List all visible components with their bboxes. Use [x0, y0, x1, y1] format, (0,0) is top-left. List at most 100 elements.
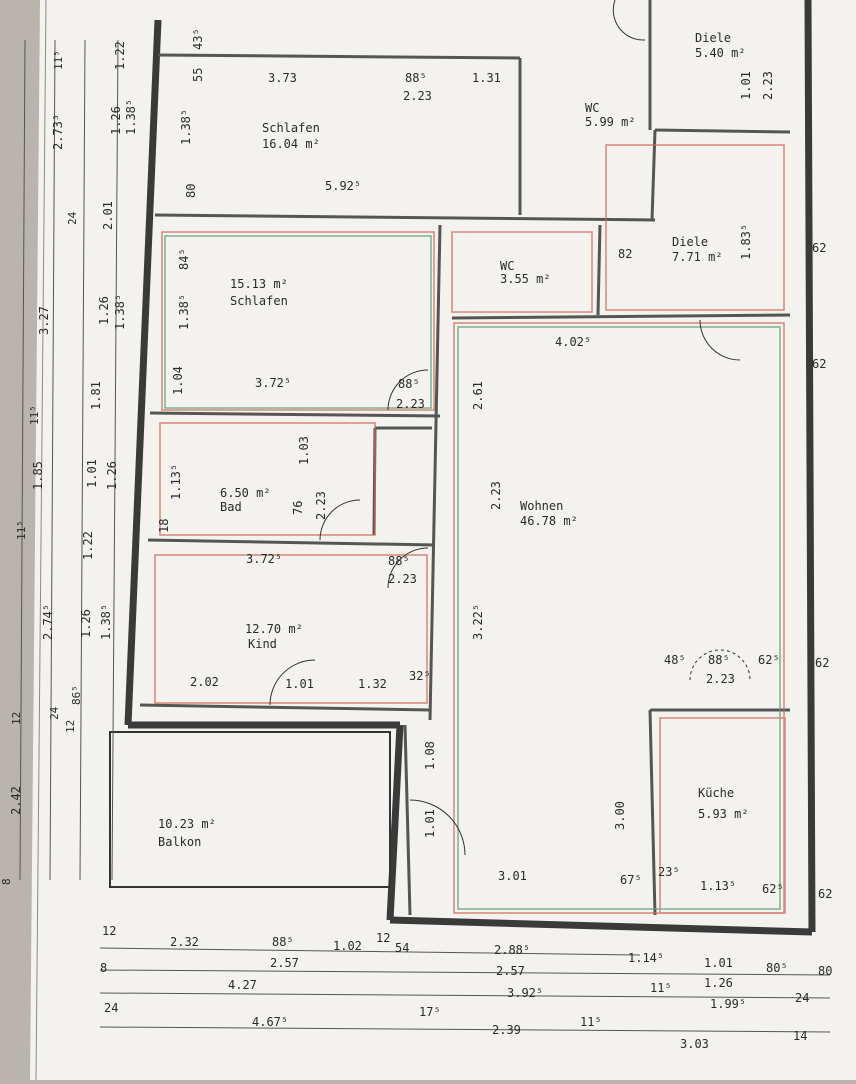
dim-label: 80	[184, 184, 198, 198]
dim-label: 88⁵	[272, 935, 294, 949]
dim-label: 2.73⁵	[51, 114, 65, 150]
dim-label: 12	[102, 924, 116, 938]
dim-label: 12	[376, 931, 390, 945]
dim-label: 1.14⁵	[628, 951, 664, 965]
left-dimensions: 2.42 2.74⁵ 1.85 3.27 2.73⁵ 11⁵ 11⁵ 11⁵ 2…	[0, 41, 138, 885]
bottom-dimensions: 2.32 88⁵ 2.57 1.02 54 2.88⁵ 2.57 1.14⁵ 1…	[100, 924, 832, 1051]
paper-edge	[35, 0, 47, 1081]
dim-label: 8	[100, 961, 107, 975]
room-area-wc-2: 3.55 m²	[500, 272, 551, 286]
outer-walls	[124, 0, 816, 936]
dim-label: 84⁵	[177, 248, 191, 270]
door-swings	[269, 0, 751, 856]
dim-label: 3.03	[680, 1037, 709, 1051]
dim-label: 62	[812, 357, 826, 371]
dim-label: 11⁵	[28, 405, 41, 425]
dim-label: 2.23	[706, 672, 735, 686]
dim-label: 24	[48, 706, 61, 720]
dim-label: 1.26	[97, 296, 111, 325]
dim-label: 3.22⁵	[471, 604, 485, 640]
dim-label: 1.08	[423, 741, 437, 770]
interior-dimensions: 3.73 88⁵ 2.23 1.31 5.92⁵ 1.38⁵ 80 55 43⁵…	[157, 28, 832, 901]
dim-label: 1.03	[297, 436, 311, 465]
dim-label: 1.13⁵	[169, 464, 183, 500]
dim-label: 2.32	[170, 935, 199, 949]
dim-label: 2.02	[190, 675, 219, 689]
room-area-wc-1: 5.99 m²	[585, 115, 636, 129]
dim-label: 1.38⁵	[124, 99, 138, 135]
dim-label: 12	[10, 712, 23, 725]
room-name-wc-2: WC	[500, 259, 514, 273]
dim-label: 1.01	[704, 956, 733, 970]
dim-label: 1.81	[89, 381, 103, 410]
dim-label: 8	[0, 878, 13, 885]
dim-label: 1.01	[423, 809, 437, 838]
dim-label: 2.61	[471, 381, 485, 410]
dim-label: 48⁵	[664, 653, 686, 667]
balcony-outline	[109, 731, 391, 888]
dim-label: 1.26	[79, 609, 93, 638]
room-name-kind: Kind	[248, 637, 277, 651]
dim-label: 3.72⁵	[255, 376, 291, 390]
dim-label: 1.85	[31, 461, 45, 490]
dim-label: 88⁵	[405, 71, 427, 85]
dim-label: 11⁵	[52, 50, 65, 70]
dim-label: 1.01	[739, 71, 753, 100]
dim-label: 1.13⁵	[700, 879, 736, 893]
dim-label: 80	[818, 964, 832, 978]
paper	[30, 0, 856, 1080]
dim-label: 11⁵	[15, 520, 28, 540]
dim-label: 4.02⁵	[555, 335, 591, 349]
dim-label: 5.92⁵	[325, 179, 361, 193]
dim-label: 67⁵	[620, 873, 642, 887]
dim-label: 2.57	[496, 964, 525, 978]
pencil-outlines	[154, 144, 786, 914]
dim-label: 76	[291, 501, 305, 515]
dim-label: 3.73	[268, 71, 297, 85]
dim-label: 1.38⁵	[177, 294, 191, 330]
dim-label: 80⁵	[766, 961, 788, 975]
dim-label: 1.38⁵	[113, 294, 127, 330]
dim-label: 17⁵	[419, 1005, 441, 1019]
room-name-balkon: Balkon	[158, 835, 201, 849]
dim-label: 2.23	[314, 491, 328, 520]
room-name-schlafen-1: Schlafen	[262, 121, 320, 135]
dim-label: 32⁵	[409, 669, 431, 683]
dim-label: 2.39	[492, 1023, 521, 1037]
dim-label: 1.22	[113, 41, 127, 70]
dim-label: 62	[812, 241, 826, 255]
dim-label: 82	[618, 247, 632, 261]
dim-label: 2.23	[388, 572, 417, 586]
room-area-balkon: 10.23 m²	[158, 817, 216, 831]
dim-label: 43⁵	[191, 28, 205, 50]
dim-label: 86⁵	[70, 685, 83, 705]
dim-label: 1.26	[109, 106, 123, 135]
dim-label: 62	[818, 887, 832, 901]
dim-label: 2.23	[403, 89, 432, 103]
dim-label: 24	[104, 1001, 118, 1015]
dim-label: 24	[795, 991, 809, 1005]
dim-label: 3.00	[613, 801, 627, 830]
dim-label: 24	[66, 211, 79, 225]
dim-label: 1.83⁵	[739, 224, 753, 260]
room-area-schlafen-1: 16.04 m²	[262, 137, 320, 151]
dim-label: 62	[815, 656, 829, 670]
room-area-schlafen-2: 15.13 m²	[230, 277, 288, 291]
dim-label: 4.27	[228, 978, 257, 992]
dim-label: 88⁵	[398, 377, 420, 391]
dim-label: 11⁵	[580, 1015, 602, 1029]
dim-label: 2.01	[101, 201, 115, 230]
dim-label: 23⁵	[658, 865, 680, 879]
dim-label: 1.04	[171, 366, 185, 395]
room-name-schlafen-2: Schlafen	[230, 294, 288, 308]
room-area-diele-1: 5.40 m²	[695, 46, 746, 60]
room-area-wohnen: 46.78 m²	[520, 514, 578, 528]
dim-label: 88⁵	[388, 554, 410, 568]
room-area-kueche: 5.93 m²	[698, 807, 749, 821]
dim-label: 55	[191, 68, 205, 82]
dim-label: 18	[157, 519, 171, 533]
dim-label: 1.26	[704, 976, 733, 990]
dim-label: 2.88⁵	[494, 943, 530, 957]
